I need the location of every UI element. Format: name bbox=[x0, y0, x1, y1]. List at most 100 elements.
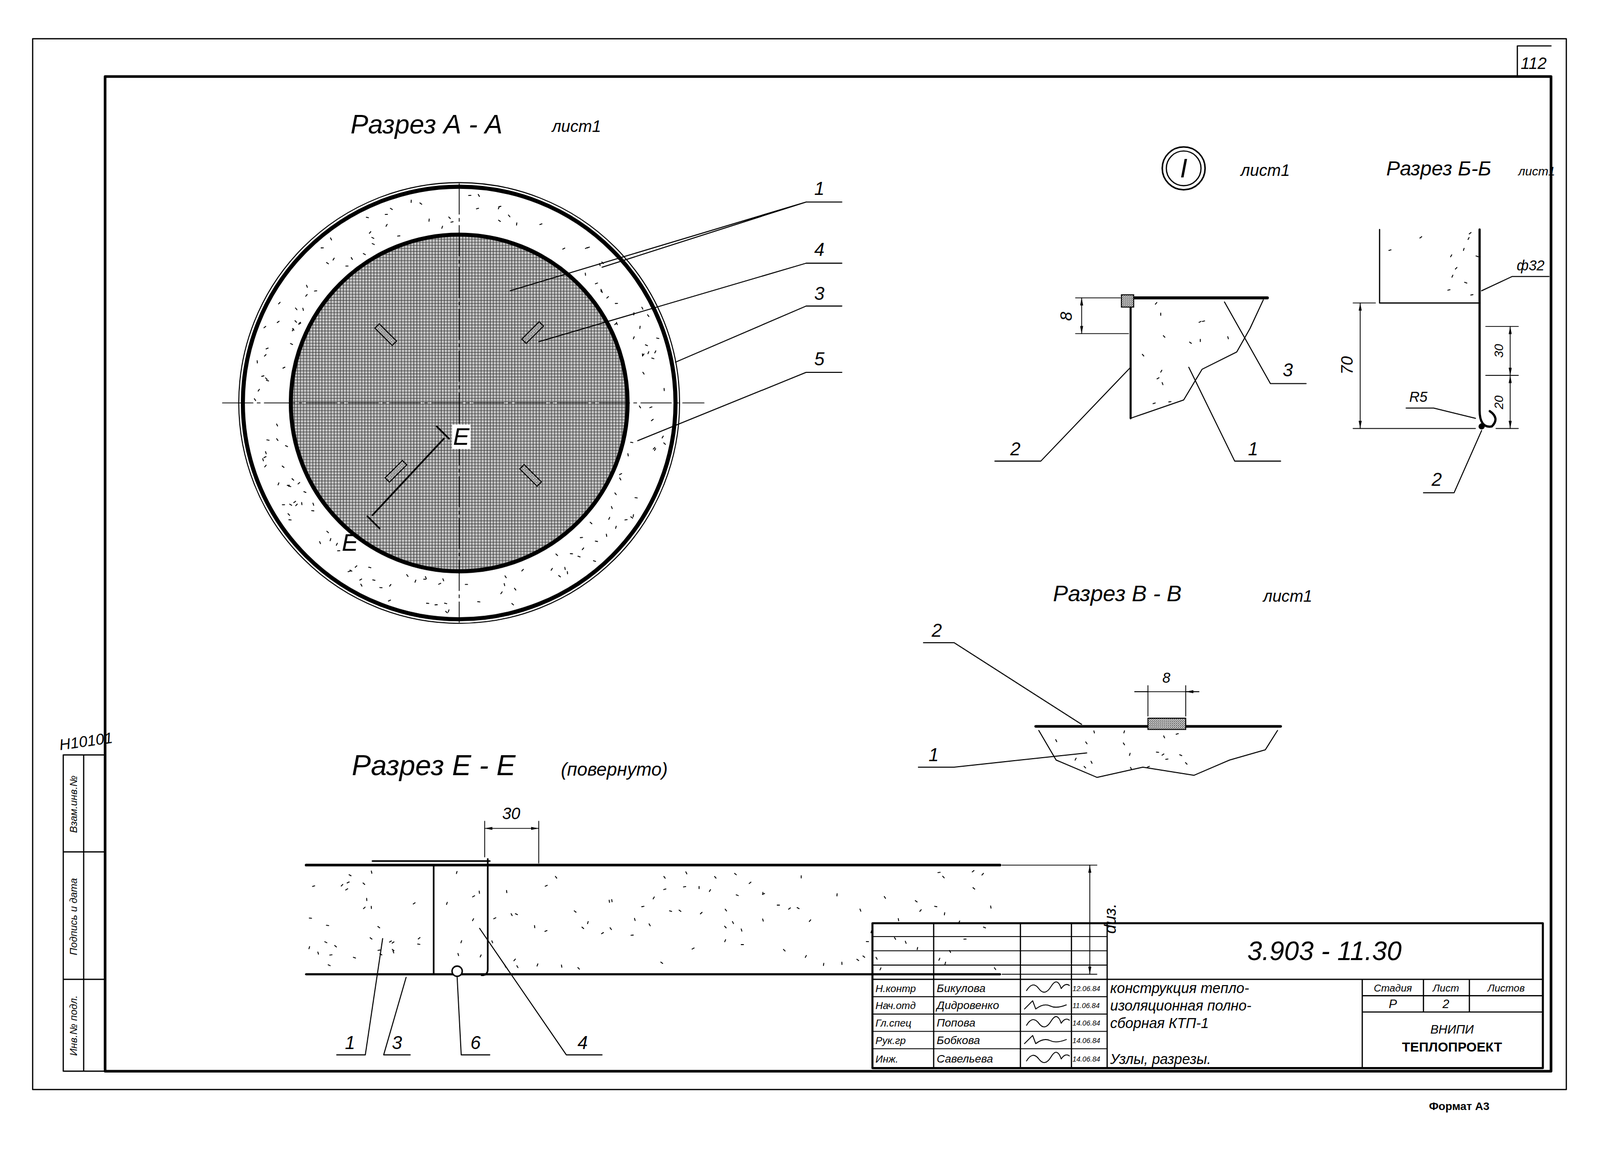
callout-number: 1 bbox=[927, 746, 940, 765]
inner-frame bbox=[104, 76, 1552, 1071]
sheet-reference: лист1 bbox=[551, 118, 603, 135]
dimension-line bbox=[1134, 691, 1200, 693]
section-cut-arrow bbox=[367, 426, 449, 529]
title-block-cell: 2 bbox=[1441, 997, 1451, 1011]
title-block-grid bbox=[933, 922, 1108, 1068]
title-block-cell: Рук.гр bbox=[874, 1035, 907, 1046]
title-block-cell: Р bbox=[1387, 997, 1398, 1011]
callout-number: 4 bbox=[576, 1033, 589, 1053]
dimension-line bbox=[1089, 864, 1091, 974]
extension-line bbox=[1075, 297, 1129, 334]
section-title: Разрез В - В bbox=[1051, 582, 1183, 606]
dimension-line bbox=[1509, 326, 1511, 376]
signature bbox=[1024, 1000, 1067, 1009]
title-block-cell: 14.06.84 bbox=[1071, 1019, 1102, 1027]
drawing-code: 3.903 - 11.30 bbox=[1246, 937, 1403, 965]
leader-line bbox=[336, 938, 383, 1055]
seal-strip bbox=[1147, 718, 1186, 730]
leader-line bbox=[1188, 367, 1281, 462]
callout-number: 1 bbox=[813, 179, 826, 198]
title-block-cell: Гл.спец bbox=[874, 1017, 913, 1028]
leader-line bbox=[1224, 301, 1307, 384]
leader-line bbox=[457, 976, 490, 1055]
page-number-box bbox=[1517, 45, 1552, 77]
title-block-grid bbox=[872, 979, 1544, 1069]
leader-line bbox=[383, 976, 411, 1055]
cover-sheet bbox=[306, 863, 1001, 866]
break-line bbox=[1130, 299, 1264, 419]
dimension-text: R5 bbox=[1408, 389, 1429, 405]
dimension-text: 8 bbox=[1161, 670, 1172, 686]
dimension-line bbox=[1134, 691, 1200, 693]
section-cut-line bbox=[372, 438, 444, 516]
sheet-reference: лист1 bbox=[1239, 162, 1291, 179]
leader-line bbox=[1423, 430, 1482, 493]
extension-line bbox=[1485, 326, 1519, 429]
seal-strip bbox=[1121, 294, 1134, 307]
leader-line bbox=[994, 367, 1131, 462]
section-mark: Е bbox=[340, 530, 360, 556]
insulation-texture bbox=[446, 871, 482, 957]
title-block-cell: 14.06.84 bbox=[1071, 1036, 1102, 1044]
leader-line bbox=[1481, 276, 1550, 291]
signature bbox=[1026, 1051, 1070, 1063]
extension-line bbox=[1147, 685, 1186, 717]
stamp-cell: Подпись и дата bbox=[68, 876, 79, 956]
dimension-text: 8 bbox=[1058, 310, 1075, 322]
title-block-cell: 12.06.84 bbox=[1071, 984, 1102, 992]
center-line bbox=[222, 183, 705, 623]
sheet-number: 112 bbox=[1519, 54, 1548, 72]
drawing-title: Узлы, разрезы. bbox=[1109, 1051, 1213, 1066]
title-block-cell: Нач.отд bbox=[874, 1000, 917, 1011]
callout-number: 2 bbox=[1430, 470, 1443, 489]
sheet-reference: лист1 bbox=[1262, 587, 1314, 605]
cover-sheet bbox=[306, 972, 1001, 975]
signature bbox=[1024, 1035, 1067, 1044]
callout-number: 3 bbox=[390, 1033, 403, 1053]
stamp-grid bbox=[63, 755, 106, 1072]
leader-line bbox=[923, 642, 1082, 725]
sheet-reference: лист1 bbox=[1517, 165, 1557, 178]
detail-circle bbox=[1166, 150, 1201, 186]
dimension-text: ф32 bbox=[1515, 258, 1546, 273]
leader-line bbox=[918, 752, 1087, 768]
callout-number: 6 bbox=[469, 1033, 482, 1053]
extension-line bbox=[1353, 302, 1476, 429]
callout-number: 3 bbox=[813, 284, 826, 304]
title-block-cell: Инж. bbox=[874, 1053, 900, 1064]
insulation-texture bbox=[308, 870, 420, 966]
title-block-cell: Листов bbox=[1486, 982, 1526, 993]
callout-number: 4 bbox=[813, 240, 826, 260]
dimension-line bbox=[1081, 297, 1083, 334]
organization-name: ВНИПИ bbox=[1429, 1023, 1475, 1036]
signature bbox=[1026, 1016, 1070, 1027]
insulation-texture bbox=[1055, 730, 1188, 770]
title-block-cell: Попова bbox=[935, 1017, 977, 1029]
dimension-text: 70 bbox=[1338, 355, 1356, 376]
hook-edge bbox=[1478, 423, 1485, 430]
detail-mark: I bbox=[1178, 154, 1189, 182]
insulation-texture bbox=[491, 870, 996, 970]
callout-number: 2 bbox=[1009, 439, 1022, 459]
fastener-pin bbox=[519, 464, 542, 487]
dimension-line bbox=[1359, 302, 1361, 429]
title-block-cell: Стадия bbox=[1372, 982, 1413, 993]
title-block-cell: Савельева bbox=[935, 1052, 995, 1064]
extension-line bbox=[484, 820, 539, 863]
outer-frame bbox=[32, 38, 1567, 1090]
insulation-texture bbox=[254, 194, 666, 613]
dimension-line bbox=[484, 827, 539, 829]
dimension-text: 30 bbox=[501, 804, 522, 822]
title-block-cell: Дидровенко bbox=[935, 999, 1001, 1011]
callout-number: 1 bbox=[343, 1033, 356, 1053]
section-note: (повернуто) bbox=[560, 760, 670, 779]
leader-line bbox=[637, 372, 842, 441]
title-block-cell: Н.контр bbox=[874, 983, 917, 994]
drawing-title: конструкция тепло- изоляционная полно- с… bbox=[1109, 979, 1293, 1032]
section-title: Разрез Б-Б bbox=[1385, 158, 1493, 179]
leader-line bbox=[1406, 407, 1476, 418]
fastener-pin bbox=[521, 321, 544, 344]
section-title: Разрез А - А bbox=[349, 111, 504, 138]
insulation-outline bbox=[1379, 229, 1480, 303]
signature bbox=[1026, 981, 1070, 993]
